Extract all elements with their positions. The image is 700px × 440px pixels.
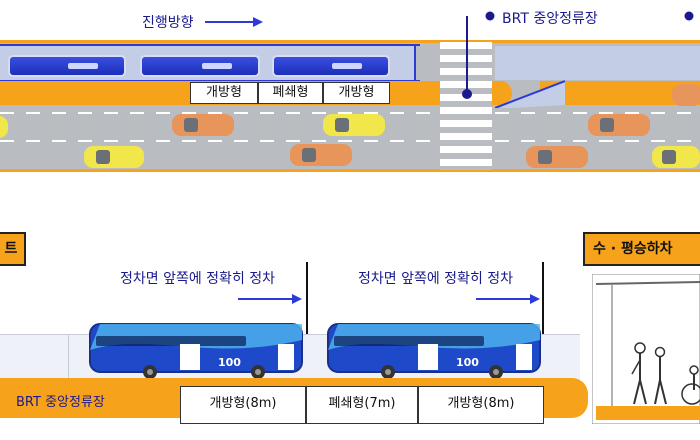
car-icon [526,146,588,168]
direction-label: 진행방향 [142,15,194,31]
bus-number: 100 [218,356,241,369]
bus-icon [327,323,541,379]
dot-icon [462,89,472,99]
pedestrian-icon [631,342,667,405]
arrow-right-icon [476,294,540,304]
car-icon [290,144,352,166]
wall-divider [68,334,69,380]
car-icon [588,114,650,136]
car-icon [652,146,700,168]
car-icon [672,84,700,106]
bus-lane-right [495,46,700,80]
curb-top [0,40,700,43]
stop-closed: 폐쇄형 [258,82,323,104]
top-plan-view: 진행방향 BRT 중앙정류장 개방형 폐쇄형 개방형 [0,0,700,175]
dot-icon [684,11,694,21]
wheelchair-icon [681,365,700,405]
bus-icon [272,55,390,77]
platform-closed: 폐쇄형(7m) [306,386,418,424]
car-icon [172,114,234,136]
bus-icon [140,55,260,77]
stop-marker-line [542,262,544,402]
arrow-right-icon [238,294,302,304]
brt-station-label: BRT 중앙정류장 [502,11,598,27]
bus-number: 100 [456,356,479,369]
stop-line [414,46,416,80]
section-tag-left: 트 [0,232,26,266]
stop-open-1: 개방형 [190,82,258,104]
platform-open-1: 개방형(8m) [180,386,306,424]
bottom-side-view: 트 수 · 평승하차 정차면 앞쪽에 정확히 정차 정차면 앞쪽에 정확히 정차… [0,222,700,440]
arrow-right-icon [205,17,263,27]
platform-open-2: 개방형(8m) [418,386,544,424]
stop-open-2: 개방형 [323,82,390,104]
bus-icon [8,55,126,77]
lane-marking [495,112,700,114]
section-tag-right: 수 · 평승하차 [583,232,700,266]
platform-taper [495,80,565,108]
brt-station-label-bottom: BRT 중앙정류장 [16,395,105,410]
stop-notice-2: 정차면 앞쪽에 정확히 정차 [358,271,514,287]
bus-lane-line [0,44,420,46]
lane-marking [0,112,440,114]
car-icon [323,114,385,136]
bus-icon [89,323,303,379]
stop-notice-1: 정차면 앞쪽에 정확히 정차 [120,271,276,287]
brt-pointer-line [466,16,468,94]
dot-icon [485,11,495,21]
car-icon [84,146,144,168]
car-icon [0,116,8,138]
lane-marking [495,140,700,142]
curb-bottom [0,169,700,172]
lane-marking [0,140,440,142]
stop-marker-line [306,262,308,402]
level-boarding-illustration [592,274,700,424]
